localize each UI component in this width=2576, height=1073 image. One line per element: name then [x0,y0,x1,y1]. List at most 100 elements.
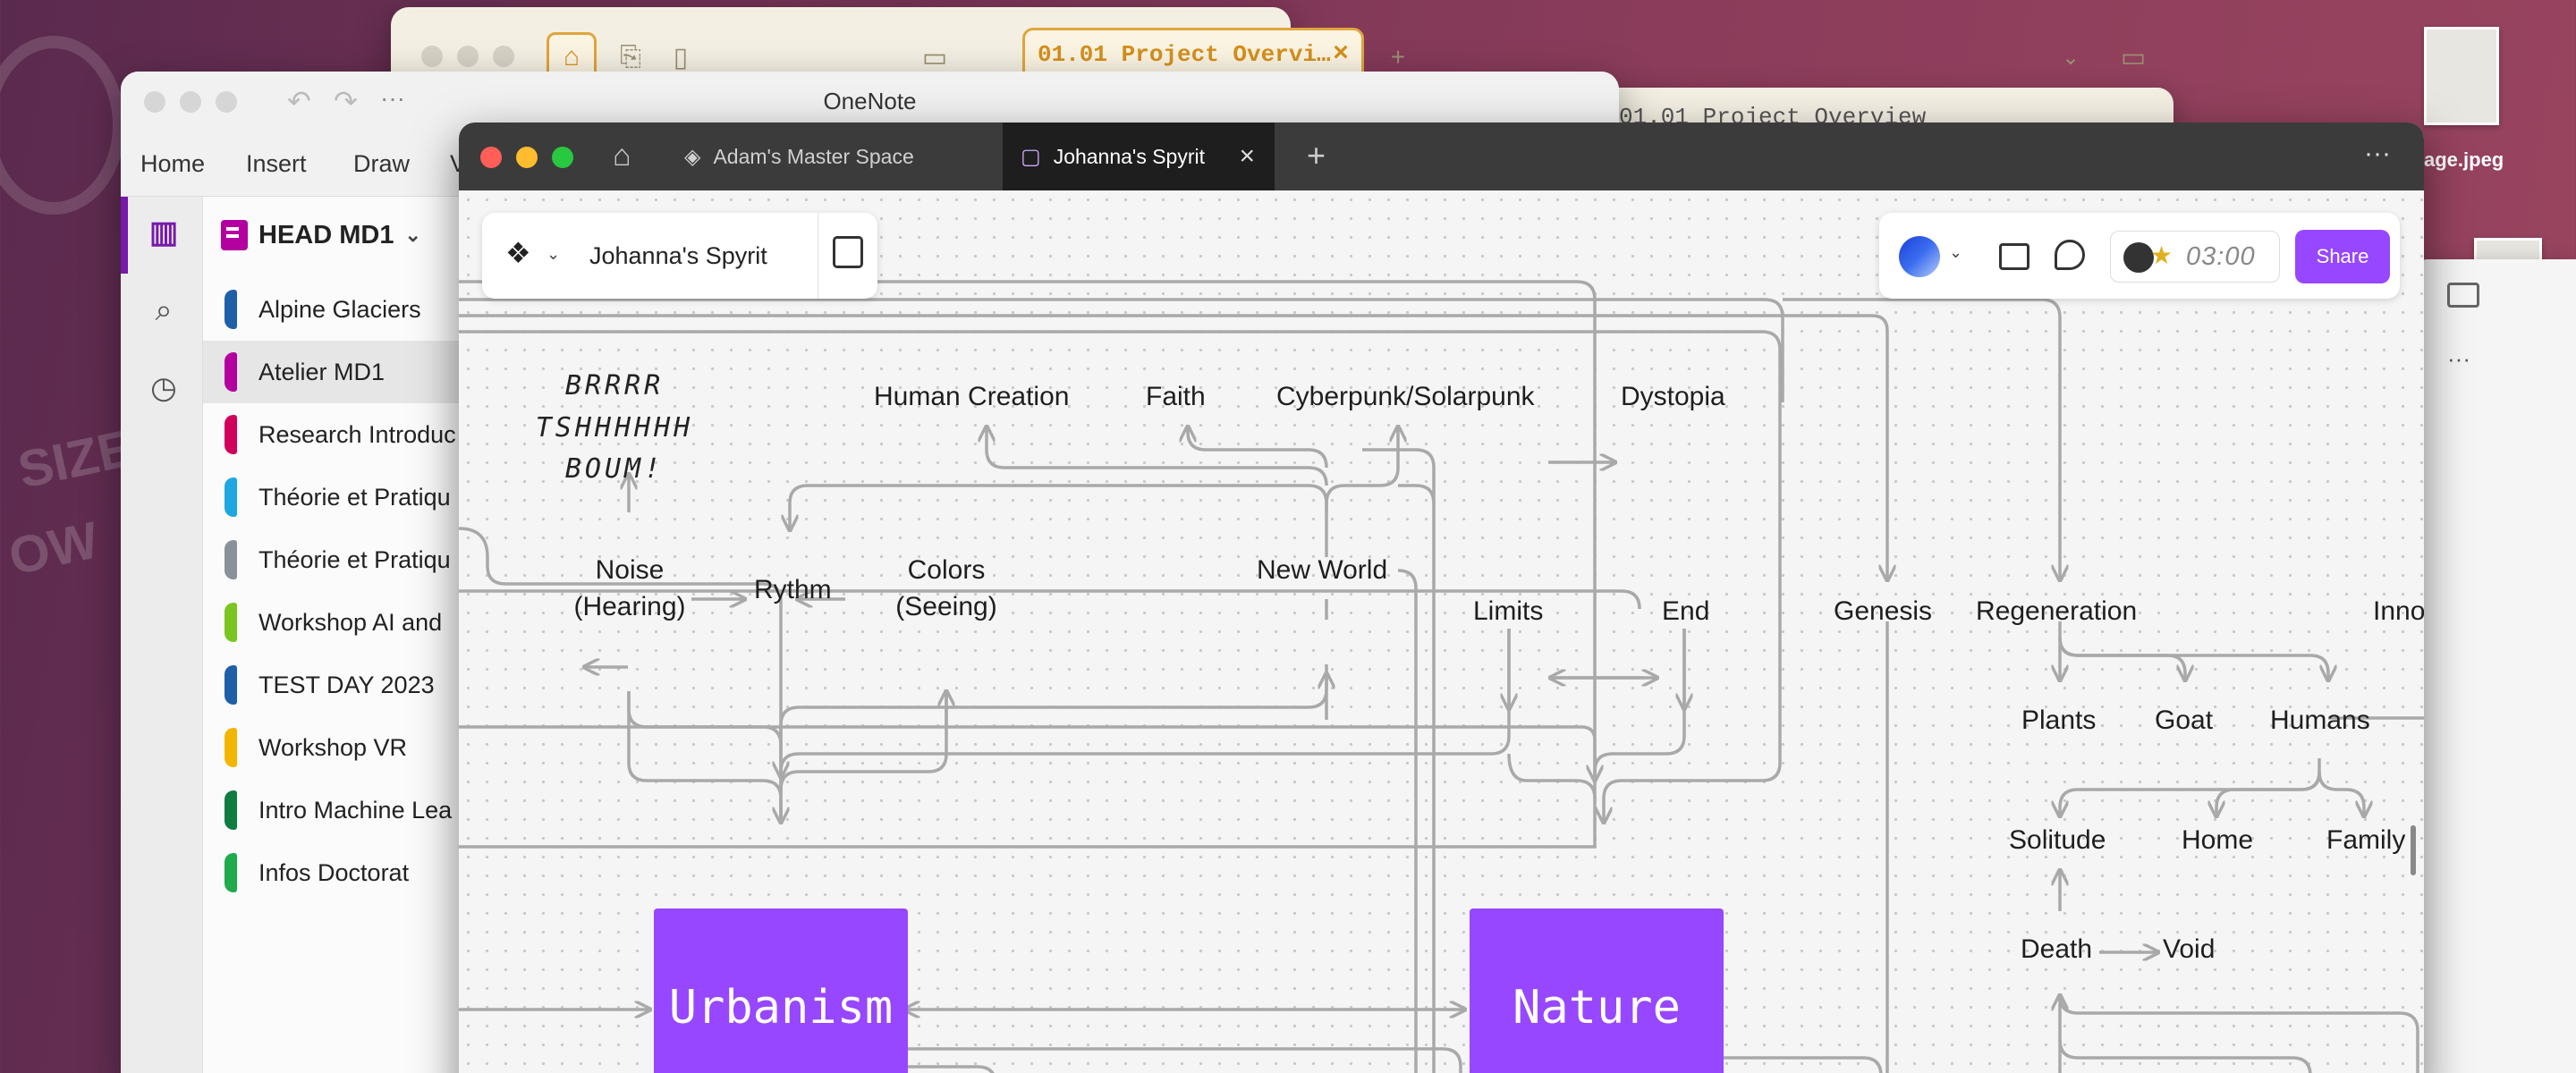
side-window: ··· [2415,259,2576,1073]
redo-icon[interactable]: ↷ [334,85,358,117]
section-item[interactable]: Intro Machine Lea [203,779,561,841]
comment-icon[interactable] [2055,240,2085,270]
more-icon[interactable]: ··· [2447,345,2470,372]
node-death[interactable]: Death [2021,934,2093,964]
notebooks-icon[interactable]: ▥ [148,215,179,249]
node-cyberpunk-solarpunk[interactable]: Cyberpunk/Solarpunk [1276,382,1535,411]
undo-icon[interactable]: ↶ [287,85,311,117]
box-nature[interactable]: Nature [1470,908,1724,1073]
section-tab-icon [225,728,237,767]
wallpaper-shape [0,36,125,215]
desktop-file-label: age.jpeg [2424,148,2504,171]
figjam-file-icon: ▢ [1021,144,1041,169]
node-limits[interactable]: Limits [1473,596,1544,626]
tab-johannas-spyrit[interactable]: ▢ Johanna's Spyrit × [1003,123,1275,190]
node-rythm[interactable]: Rythm [754,575,832,604]
figma-menu-icon[interactable]: ❖ [505,237,531,269]
onenote-titlebar: ↶ ↷ ··· OneNote [121,72,1619,131]
node-genesis[interactable]: Genesis [1834,596,1933,626]
home-icon[interactable]: ⌂ [613,139,631,173]
tab-bar: ⌂ ◈ Adam's Master Space ▢ Johanna's Spyr… [459,123,2424,190]
minimize-window-button[interactable] [180,91,201,113]
bookmark-icon[interactable]: ▯ [673,42,689,72]
close-window-button[interactable] [144,91,165,113]
chevron-down-icon[interactable]: ⌄ [1949,243,1963,261]
node-human-creation[interactable]: Human Creation [874,382,1070,411]
section-item[interactable]: TEST DAY 2023 [203,654,561,716]
layout-icon[interactable] [1999,243,2029,270]
node-inno[interactable]: Inno [2373,596,2424,626]
node-regeneration[interactable]: Regeneration [1976,596,2138,626]
section-item[interactable]: Théorie et Pratiqu [203,466,561,528]
node-void[interactable]: Void [2163,934,2216,964]
ribbon-tab-draw[interactable]: Draw [353,150,411,177]
node-family[interactable]: Family [2326,825,2406,855]
more-icon[interactable]: ··· [380,84,405,112]
ribbon-tab-insert[interactable]: Insert [246,150,307,177]
close-window-button[interactable] [480,147,502,168]
search-file-icon[interactable]: ⎘ [620,42,641,72]
new-tab-button[interactable]: + [1307,137,1326,173]
node-end[interactable]: End [1662,596,1710,626]
search-icon[interactable]: ⌕ [155,293,173,327]
new-tab-button[interactable]: + [1390,43,1406,71]
node-home[interactable]: Home [2182,825,2254,855]
right-sidebar-icon[interactable]: ▭ [2120,42,2147,72]
navigation-rail: ▥ ⌕ ◷ [121,197,203,1073]
box-urbanism[interactable]: Urbanism [654,908,908,1073]
file-toolbar: ❖ ⌄ Johanna's Spyrit [482,213,877,299]
connectors [459,280,2424,1073]
zoom-window-button[interactable] [493,46,514,67]
share-button[interactable]: Share [2295,230,2390,283]
pages-icon[interactable] [833,236,863,268]
active-indicator [121,197,128,274]
chevron-down-icon: ⌄ [404,224,421,246]
section-item[interactable]: Alpine Glaciers [203,278,561,341]
ribbon-tab-home[interactable]: Home [140,150,206,177]
minimize-window-button[interactable] [457,46,479,67]
timer[interactable]: ★ 03:00 [2110,231,2280,283]
canvas[interactable]: ❖ ⌄ Johanna's Spyrit ⌄ ★ 03:00 Share BRR… [459,190,2424,1073]
scrollbar-thumb[interactable] [2411,825,2416,875]
more-icon[interactable]: ··· [2364,139,2391,168]
section-tab-icon [225,853,237,892]
timer-digits: 03:00 [2186,242,2256,271]
section-tab-icon [225,540,237,579]
file-name[interactable]: Johanna's Spyrit [589,242,767,269]
node-new-world[interactable]: New World [1257,555,1388,585]
wallpaper-graffiti: OW [4,511,104,587]
zoom-window-button[interactable] [216,91,237,113]
sticky-note-sound[interactable]: BRRRR TSHHHHHH BOUM! [535,370,694,485]
node-faith[interactable]: Faith [1146,382,1206,411]
sidebar-icon[interactable] [2447,283,2479,308]
node-humans[interactable]: Humans [2270,705,2370,735]
node-dystopia[interactable]: Dystopia [1621,382,1725,411]
node-goat[interactable]: Goat [2155,705,2214,735]
section-item[interactable]: Research Introduc [203,403,561,466]
recent-icon[interactable]: ◷ [150,371,177,405]
zoom-window-button[interactable] [552,147,573,168]
sidebar-toggle-icon[interactable]: ▭ [921,42,948,72]
node-noise[interactable]: Noise (Hearing) [573,555,686,622]
close-tab-icon[interactable]: × [1239,141,1255,171]
chevron-down-icon[interactable]: ⌄ [2061,45,2080,70]
close-window-button[interactable] [421,46,443,67]
section-tab-icon [225,477,237,517]
chevron-down-icon[interactable]: ⌄ [547,245,561,263]
section-item[interactable]: Théorie et Pratiqu [203,528,561,591]
node-solitude[interactable]: Solitude [2009,825,2106,855]
close-tab-icon[interactable]: × [1332,39,1349,70]
minimize-window-button[interactable] [516,147,538,168]
node-colors[interactable]: Colors (Seeing) [895,555,997,622]
section-item[interactable]: Infos Doctorat [203,841,561,904]
notebook-icon [221,220,248,250]
avatar[interactable] [1899,236,1940,277]
window-title: OneNote [823,88,917,114]
section-item[interactable]: Workshop AI and [203,591,561,654]
node-plants[interactable]: Plants [2021,705,2097,735]
desktop-file-thumbnail[interactable] [2424,27,2499,125]
section-item[interactable]: Workshop VR [203,716,561,779]
tab-adams-master-space[interactable]: ◈ Adam's Master Space [684,144,914,169]
notebook-name: HEAD MD1 [258,220,394,249]
notebook-selector[interactable]: HEAD MD1 ⌄ [221,220,421,250]
